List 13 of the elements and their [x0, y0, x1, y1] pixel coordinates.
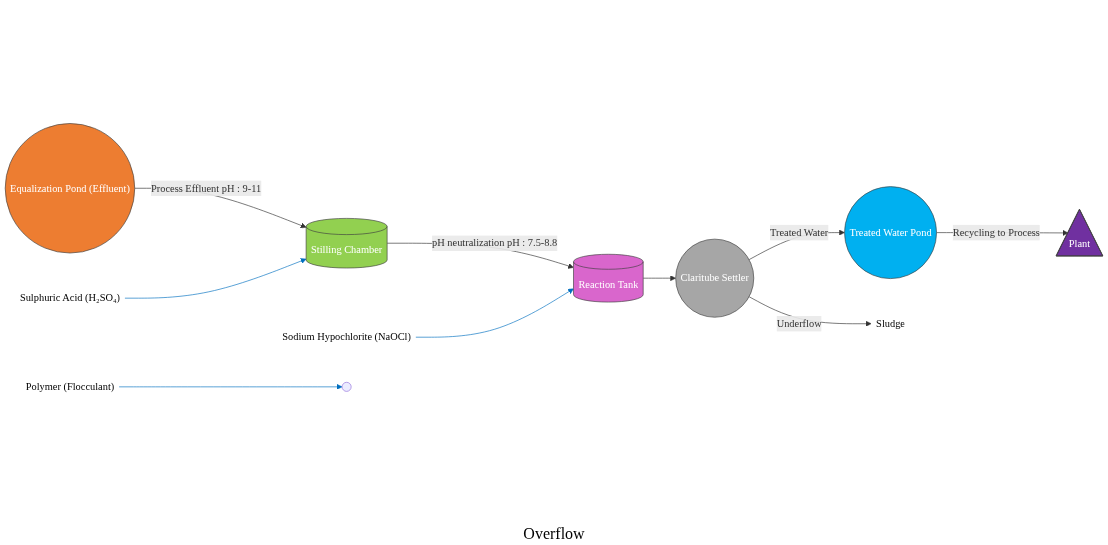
node-text: Sodium Hypochlorite (NaOCl) — [282, 331, 411, 343]
edge-label: Underflow — [776, 317, 822, 329]
edge-label: Process Effluent pH : 9-11 — [150, 182, 262, 194]
node-text: Sludge — [876, 317, 905, 329]
node-circle: Treated Water Pond — [844, 186, 937, 279]
node-text: Polymer (Flocculant) — [25, 381, 115, 393]
edge-label: pH neutralization pH : 7.5-8.8 — [432, 237, 558, 249]
flow-note: Overflow — [523, 525, 585, 542]
edge-label: Recycling to Process — [952, 226, 1040, 238]
node-circle: Claritube Settler — [675, 238, 755, 318]
node-text: Sulphuric Acid (H₂SO₄) — [19, 292, 121, 304]
node-circle: Equalization Pond (Effluent) — [4, 123, 136, 254]
edge-label: Treated Water — [770, 226, 829, 238]
